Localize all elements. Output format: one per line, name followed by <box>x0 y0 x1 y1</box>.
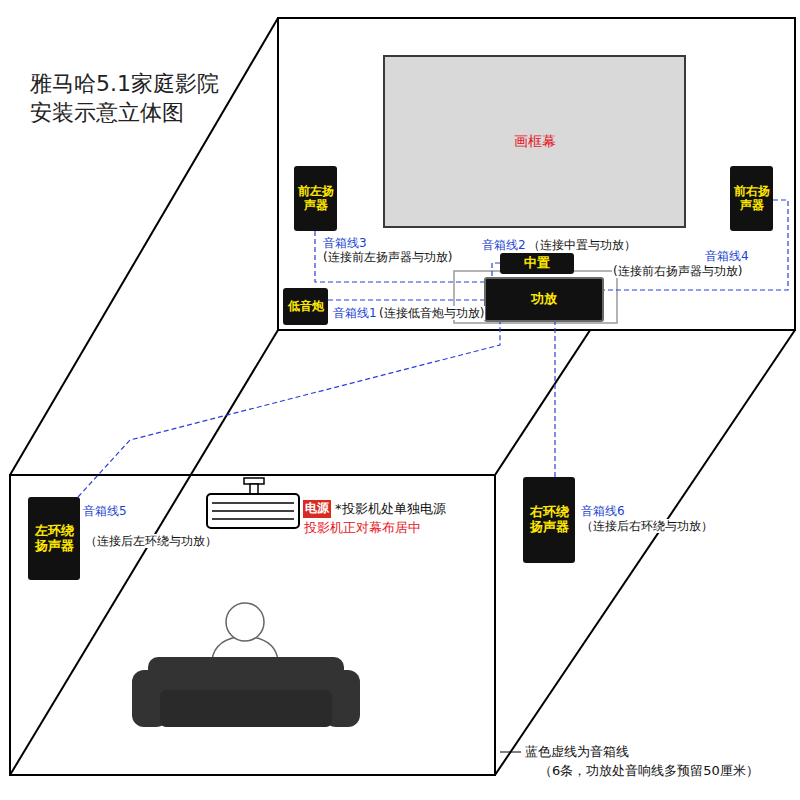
cable-label: 音箱线4 <box>704 249 750 263</box>
note-text: (连接低音炮与功放) <box>378 306 485 320</box>
front-frame <box>10 475 495 775</box>
room-edge <box>495 330 795 775</box>
diagram-title: 雅马哈5.1家庭影院 安装示意立体图 <box>30 70 240 127</box>
projector <box>207 478 299 528</box>
projector-body <box>207 494 299 528</box>
node-label: 中置 <box>524 256 550 271</box>
node-label: 前右扬声器 <box>732 185 771 213</box>
cable-label: 音箱线2 <box>481 238 527 252</box>
speaker-cable <box>328 299 484 300</box>
speaker-cable <box>554 322 555 477</box>
speaker-cable <box>78 322 500 497</box>
speaker-cable <box>315 231 484 282</box>
cable-label: 音箱线5 <box>82 504 128 518</box>
front-speaker: 前右扬声器 <box>730 166 773 231</box>
note-text: （连接中置与功放） <box>527 238 637 252</box>
note-text: （6条，功放处音响线多预留50厘米） <box>538 763 760 779</box>
power-tag: 电源 <box>303 500 331 518</box>
node-label: 电源 <box>305 502 329 516</box>
note-text: *投影机处单独电源 <box>334 501 447 517</box>
note-text: 投影机正对幕布居中 <box>303 520 422 536</box>
front-speaker: 前左扬声器 <box>294 166 337 231</box>
node-label: 低音炮 <box>288 300 324 314</box>
amplifier: 功放 <box>484 277 604 322</box>
mount-stem <box>250 484 258 494</box>
note-text: （连接后右环绕与功放） <box>580 519 714 533</box>
cable-label: 音箱线1 <box>332 306 378 320</box>
node-label: 画框幕 <box>514 133 556 149</box>
viewer <box>132 603 360 727</box>
back-wall <box>278 18 795 330</box>
surround-speaker: 左环绕扬声器 <box>28 497 80 580</box>
surround-speaker: 右环绕扬声器 <box>523 477 575 563</box>
sofa-seat <box>160 690 332 727</box>
cable-label: 音箱线3 <box>322 236 368 250</box>
note-text: (连接前右扬声器与功放) <box>612 264 743 278</box>
node-label: 右环绕扬声器 <box>525 505 573 535</box>
projector-stripe <box>212 510 294 512</box>
projector-stripe <box>212 502 294 504</box>
center-speaker: 中置 <box>500 253 574 274</box>
projection-screen: 画框幕 <box>383 55 686 228</box>
subwoofer: 低音炮 <box>283 288 328 325</box>
room-edge <box>10 18 278 475</box>
note-text: (连接前左扬声器与功放) <box>322 250 453 264</box>
ceiling-mount <box>244 478 264 484</box>
projector-stripe <box>212 518 294 520</box>
note-leader <box>500 752 521 753</box>
person-head <box>226 603 264 641</box>
node-label: 左环绕扬声器 <box>30 524 78 554</box>
speaker-cable <box>492 263 500 277</box>
note-text: （连接后左环绕与功放） <box>84 534 218 548</box>
node-label: 前左扬声器 <box>296 185 335 213</box>
cable-label: 音箱线6 <box>580 504 626 518</box>
node-label: 功放 <box>531 292 557 307</box>
note-text: 蓝色虚线为音箱线 <box>524 744 630 760</box>
room-edges <box>10 18 795 775</box>
